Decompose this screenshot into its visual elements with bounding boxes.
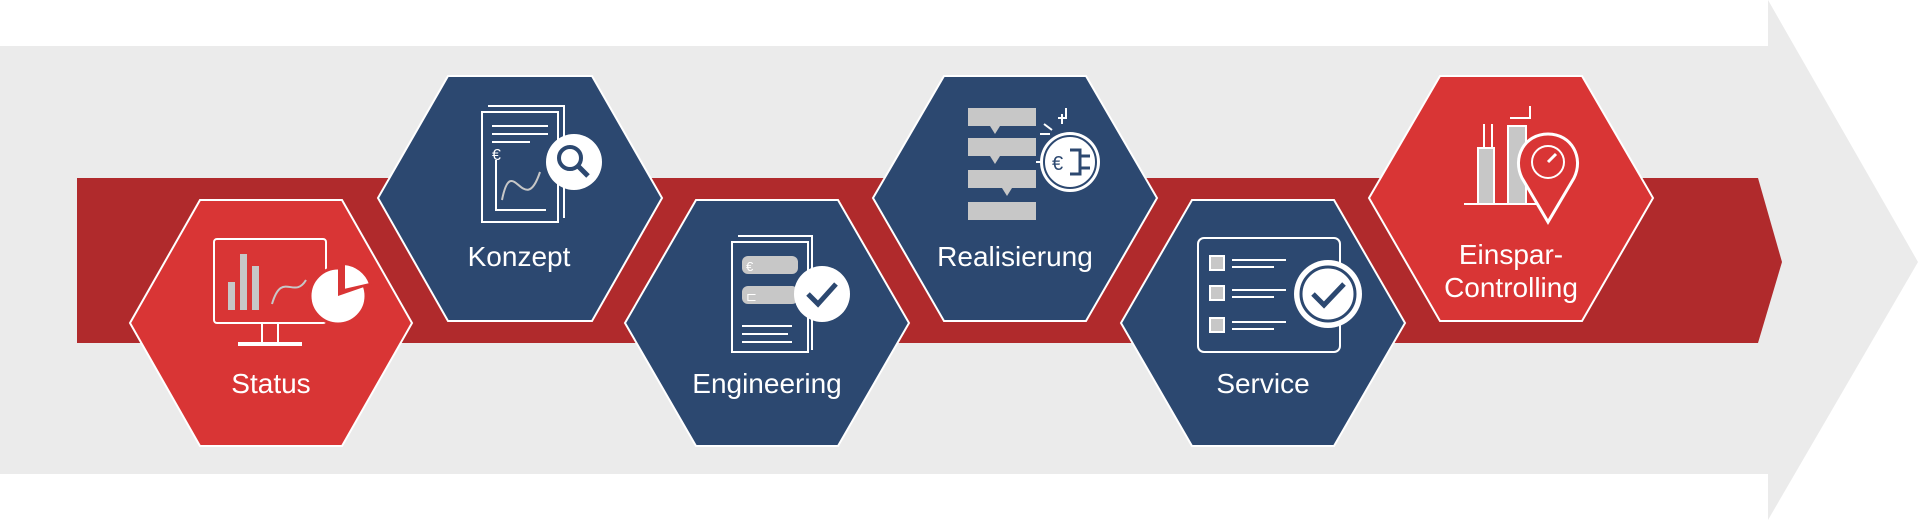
document-check-icon: € ⊏: [731, 235, 850, 353]
hexagon-engineering: [623, 199, 911, 447]
step-label-service: Service: [1216, 368, 1309, 399]
svg-text:⊏: ⊏: [746, 289, 757, 304]
gear-plug-icon: €: [968, 108, 1100, 220]
monitor-chart-icon: [213, 238, 372, 346]
hexagon-konzept: [376, 75, 664, 322]
document-search-icon: [481, 105, 602, 223]
step-label-konzept: Konzept: [468, 241, 571, 272]
step-engineering: € ⊏ Engineering: [623, 199, 911, 447]
euro-sign-icon: €: [492, 147, 501, 164]
step-label-status: Status: [231, 368, 310, 399]
checklist-badge-icon: [1197, 237, 1362, 353]
step-konzept: € Konzept: [376, 75, 664, 322]
step-label-einspar-controlling-line-2: Controlling: [1444, 272, 1578, 303]
step-label-realisierung: Realisierung: [937, 241, 1093, 272]
step-service: Service: [1119, 199, 1407, 447]
step-status: Status: [128, 199, 414, 447]
bar-chart-gauge-icon: [1464, 106, 1580, 225]
step-label-einspar-controlling-line-1: Einspar-: [1459, 239, 1563, 270]
step-einspar-controlling: Einspar- Controlling: [1367, 75, 1655, 322]
step-label-engineering: Engineering: [692, 368, 841, 399]
svg-text:€: €: [746, 259, 754, 274]
svg-text:€: €: [1052, 153, 1063, 175]
step-realisierung: € Realisierung: [871, 75, 1159, 322]
